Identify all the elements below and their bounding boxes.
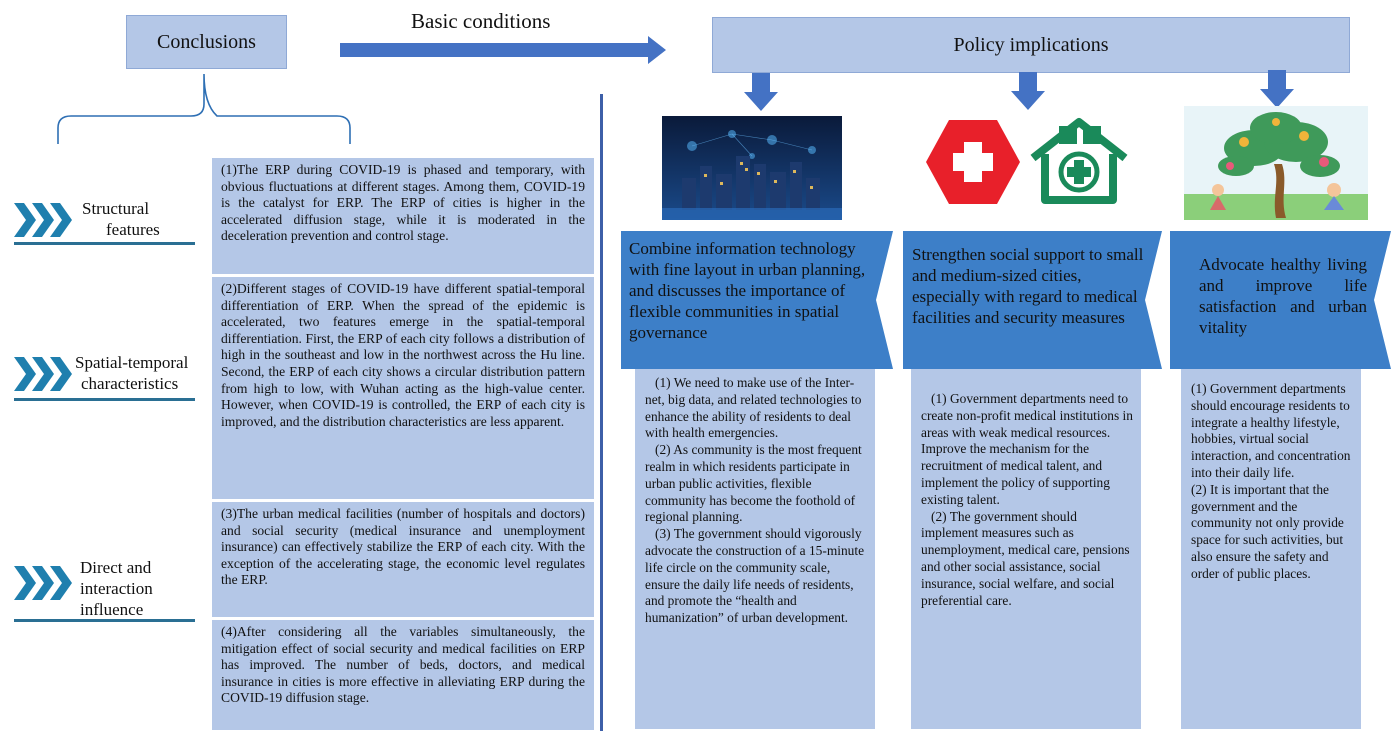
policy-label: Policy implications — [953, 33, 1109, 56]
conclusion-cell-2: (2)Different stages of COVID-19 have dif… — [211, 276, 595, 500]
conclusion-cell-4: (4)After considering all the variables s… — [211, 619, 595, 731]
chevron-triple-icon — [14, 203, 72, 237]
healthy-living-tree-image — [1184, 106, 1368, 220]
feature-label-direct-interaction: Direct and interaction influence — [80, 558, 153, 619]
feature-label-spatial-temporal: Spatial-temporal characteristics — [75, 353, 189, 393]
conclusions-brace — [57, 73, 351, 144]
feature-underline-1 — [14, 242, 195, 245]
chevron-triple-icon — [14, 357, 72, 391]
policy-title-2: Strengthen social support to small and m… — [912, 245, 1144, 327]
policy-title-1: Combine information technology with fine… — [629, 239, 866, 342]
down-arrow-2 — [1011, 72, 1045, 110]
feature-underline-3 — [14, 619, 195, 622]
red-cross-icon — [926, 120, 1020, 204]
conclusion-cell-3: (3)The urban medical facilities (number … — [211, 501, 595, 618]
policy-detail-2: (1) Government departments need to creat… — [911, 369, 1141, 729]
down-arrow-3 — [1260, 70, 1294, 108]
basic-conditions-label: Basic conditions — [411, 9, 551, 33]
basic-conditions-arrow — [340, 36, 666, 64]
policy-detail-3: (1) Government departments should encour… — [1181, 369, 1361, 729]
conclusion-cell-1: (1)The ERP during COVID-19 is phased and… — [211, 157, 595, 275]
down-arrow-1 — [744, 73, 778, 111]
feature-label-structural: Structural features — [82, 199, 160, 239]
policy-detail-1: (1) We need to make use of the Inter-net… — [635, 369, 875, 729]
policy-implications-header: Policy implications — [712, 17, 1350, 73]
conclusions-label: Conclusions — [157, 30, 256, 53]
feature-underline-2 — [14, 398, 195, 401]
conclusions-header: Conclusions — [126, 15, 287, 69]
policy-banner-shape-3 — [1170, 231, 1391, 369]
section-divider — [600, 94, 603, 731]
policy-title-3: Advocate healthy living and improve life… — [1199, 255, 1367, 337]
hospital-icon — [1030, 118, 1128, 204]
chevron-triple-icon — [14, 566, 72, 600]
policy-banner-shape-2 — [903, 231, 1162, 369]
smart-city-image — [662, 116, 842, 220]
policy-banner-shape-1 — [621, 231, 893, 369]
